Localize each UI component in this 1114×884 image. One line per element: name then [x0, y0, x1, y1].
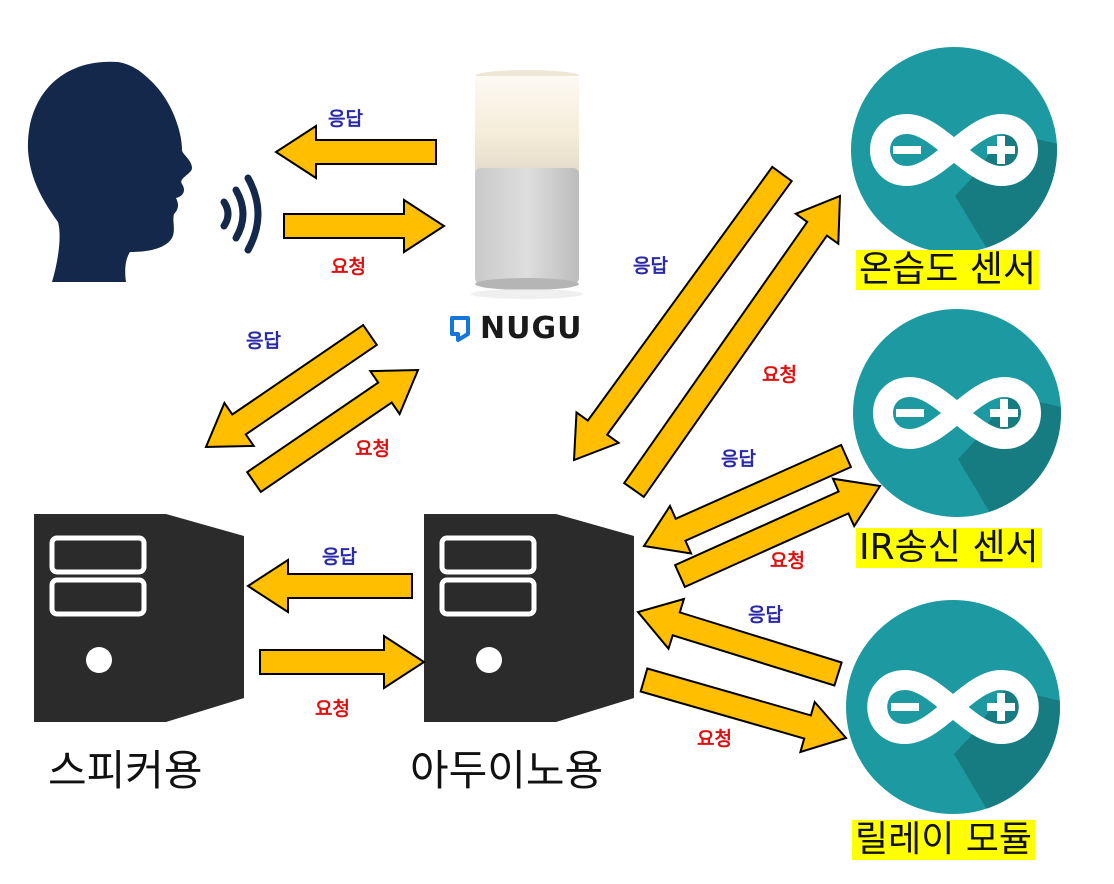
- temp-response-arrow: [572, 165, 794, 462]
- ir-request-label: 요청: [770, 550, 805, 572]
- server-server-request-arrow: [259, 634, 426, 690]
- nugu-server-response-arrow: [204, 323, 379, 449]
- nugu-server-request-arrow: [245, 368, 420, 494]
- speaker-server-label: 스피커용: [48, 746, 203, 795]
- ir-response-label: 응답: [721, 448, 756, 470]
- arduino-server-label: 아두이노용: [410, 746, 604, 795]
- temp-request-arrow: [622, 194, 842, 499]
- user-request-arrow: [283, 198, 446, 254]
- arduino-icon: [853, 309, 1061, 517]
- ir-response-arrow: [642, 443, 853, 555]
- user-request-label: 요청: [331, 256, 366, 278]
- relay-response-arrow: [636, 597, 843, 687]
- user-response-arrow: [274, 124, 437, 180]
- temp-response-label: 응답: [633, 255, 668, 277]
- relay-response-label: 응답: [748, 604, 783, 626]
- relay-request-arrow: [639, 667, 848, 754]
- nugu-speaker-icon: [471, 70, 583, 299]
- user-response-label: 응답: [328, 108, 363, 130]
- nugu-server-response-label: 응답: [246, 330, 281, 352]
- ir-sensor-label: IR송신 센서: [856, 528, 1042, 568]
- arduino-icon: [851, 47, 1057, 253]
- head-speaking-icon: [27, 61, 262, 283]
- temp-request-label: 요청: [762, 364, 797, 386]
- relay-request-label: 요청: [697, 728, 732, 750]
- arrows-layer: [204, 124, 882, 754]
- nugu-logo-icon: [450, 316, 470, 342]
- server-server-response-arrow: [246, 558, 413, 614]
- relay-module-label: 릴레이 모듈: [852, 820, 1036, 860]
- nugu-server-request-label: 요청: [355, 438, 390, 460]
- nugu-brand-text: NUGU: [480, 311, 583, 346]
- server-icon: [424, 514, 634, 722]
- arduino-icon: [846, 600, 1060, 814]
- server-request-label: 요청: [315, 698, 350, 720]
- temp-humidity-sensor-label: 온습도 센서: [856, 250, 1040, 290]
- server-response-label: 응답: [322, 546, 357, 568]
- server-icon: [34, 514, 244, 722]
- ir-request-arrow: [673, 477, 882, 589]
